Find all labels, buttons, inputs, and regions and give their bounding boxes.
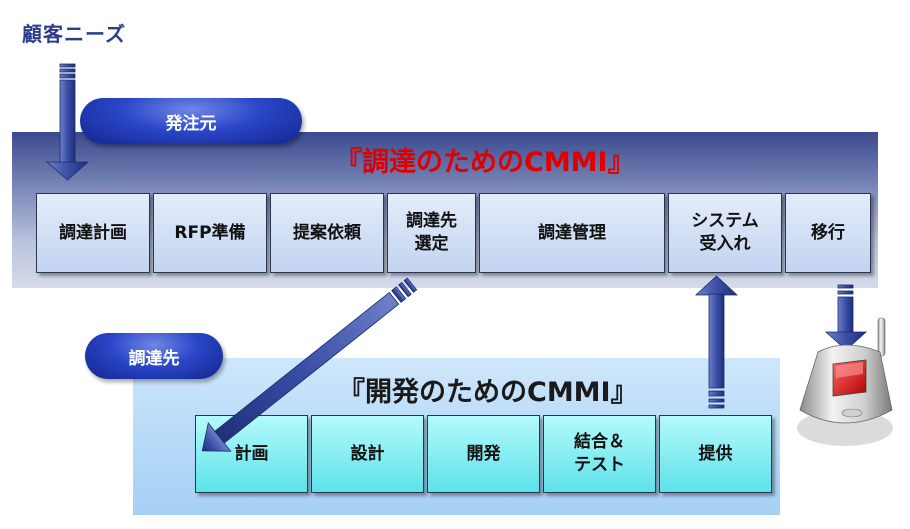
step-delivery: 提供 bbox=[659, 415, 772, 493]
step-system-acceptance: システム受入れ bbox=[668, 193, 782, 273]
up-arrow-icon bbox=[694, 275, 739, 409]
customer-needs-label: 顧客ニーズ bbox=[22, 22, 126, 46]
step-design: 設計 bbox=[311, 415, 424, 493]
supplier-pill: 調達先 bbox=[85, 333, 223, 379]
down-arrow-icon bbox=[45, 63, 90, 181]
diagonal-arrow-icon bbox=[201, 277, 418, 452]
step-transition: 移行 bbox=[785, 193, 871, 273]
step-planning: 計画 bbox=[195, 415, 308, 493]
development-title: 『開発のためのCMMI』 bbox=[338, 377, 638, 408]
acquirer-pill: 発注元 bbox=[80, 98, 302, 144]
step-acquisition-management: 調達管理 bbox=[479, 193, 665, 273]
step-request-for-proposal: 提案依頼 bbox=[270, 193, 384, 273]
small-down-arrow-icon bbox=[824, 284, 868, 351]
step-integration-test: 結合＆テスト bbox=[543, 415, 656, 493]
step-rfp-preparation: RFP準備 bbox=[153, 193, 267, 273]
step-acquisition-planning: 調達計画 bbox=[36, 193, 150, 273]
acquisition-title: 『調達のためのCMMI』 bbox=[335, 147, 635, 178]
mobile-phone-icon bbox=[797, 317, 893, 446]
step-development: 開発 bbox=[427, 415, 540, 493]
step-supplier-selection: 調達先選定 bbox=[387, 193, 476, 273]
